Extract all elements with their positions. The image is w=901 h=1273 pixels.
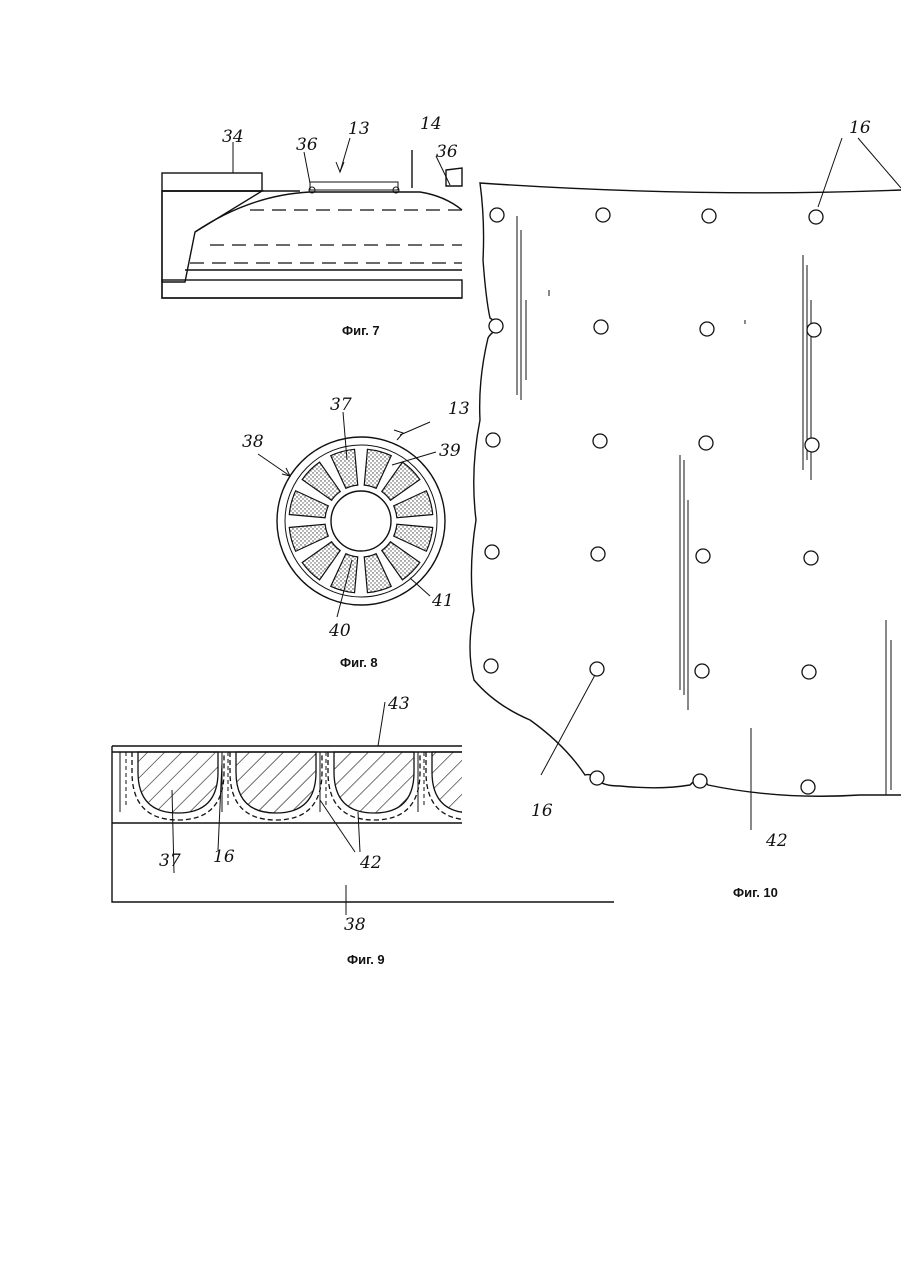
fig8-segment: [302, 462, 340, 500]
fig10-hole: [596, 208, 610, 222]
fig8-label-41: 41: [431, 591, 454, 611]
fig9-label-42: 42: [359, 853, 382, 873]
fig9-label-43: 43: [387, 694, 410, 714]
fig8-label-39: 39: [439, 441, 461, 461]
fig8-segment: [331, 554, 358, 593]
fig10-hole: [696, 549, 710, 563]
fig7-label-34: 34: [222, 127, 244, 147]
fig10-hole: [802, 665, 816, 679]
fig9-cups: [120, 752, 518, 820]
fig10-hole: [700, 322, 714, 336]
fig10-hole: [804, 551, 818, 565]
fig10-hole: [805, 438, 819, 452]
fig10-hole: [484, 659, 498, 673]
fig8-segment: [289, 524, 328, 551]
fig8-label-13: 13: [448, 399, 470, 419]
fig10-label-16-top: 16: [849, 118, 871, 138]
fig9-label-37: 37: [159, 851, 181, 871]
fig8-label-40: 40: [328, 621, 351, 641]
fig10-hole: [699, 436, 713, 450]
fig8-segment: [394, 524, 433, 551]
fig8-segments: [289, 449, 432, 592]
fig8-segment: [364, 449, 391, 488]
fig7-caption: Фиг. 7: [342, 323, 380, 338]
fig9-cup-core: [236, 752, 316, 813]
fig10-hole: [486, 433, 500, 447]
fig7-label-36-left: 36: [296, 135, 318, 155]
fig9-cup-core: [334, 752, 414, 813]
fig10-hole: [809, 210, 823, 224]
fig8-segment: [382, 462, 420, 500]
fig10-hole: [695, 664, 709, 678]
fig10-hole: [594, 320, 608, 334]
fig7-label-14: 14: [420, 114, 442, 134]
fig10-hole: [489, 319, 503, 333]
fig10-hole: [485, 545, 499, 559]
fig10-hole: [593, 434, 607, 448]
fig10-label-16-bottom: 16: [531, 801, 553, 821]
fig10-hole: [801, 780, 815, 794]
fig10-hole: [693, 774, 707, 788]
fig8-segment: [382, 542, 420, 580]
fig9-label-16: 16: [213, 847, 235, 867]
figure-8: 37 13 38 39 41 40 Фиг. 8: [242, 395, 470, 670]
fig10-hole: [490, 208, 504, 222]
fig10-hole: [590, 662, 604, 676]
fig10-hole: [590, 771, 604, 785]
fig8-segment: [331, 449, 358, 488]
fig8-label-37: 37: [330, 395, 352, 415]
fig10-holes: [484, 208, 823, 794]
fig9-cup-core: [138, 752, 218, 813]
fig9-label-38: 38: [344, 915, 366, 935]
fig8-segment: [302, 542, 340, 580]
figure-7: 34 36 13 14 36 Фиг. 7: [162, 114, 462, 338]
fig8-caption: Фиг. 8: [340, 655, 378, 670]
fig10-hole: [702, 209, 716, 223]
fig10-label-42: 42: [765, 831, 788, 851]
fig9-cup-core: [432, 752, 512, 813]
fig9-caption: Фиг. 9: [347, 952, 385, 967]
fig10-caption: Фиг. 10: [733, 885, 778, 900]
figure-9: 43 37 16 42 38 Фиг. 9: [112, 694, 614, 967]
fig10-hole: [807, 323, 821, 337]
fig8-segment: [364, 554, 391, 593]
fig7-label-36-right: 36: [436, 142, 458, 162]
figure-10: 16 16 42 Фиг. 10: [470, 118, 901, 900]
fig8-segment: [289, 491, 328, 518]
fig8-segment: [394, 491, 433, 518]
fig7-label-13: 13: [348, 119, 370, 139]
fig10-hole: [591, 547, 605, 561]
fig8-label-38: 38: [242, 432, 264, 452]
